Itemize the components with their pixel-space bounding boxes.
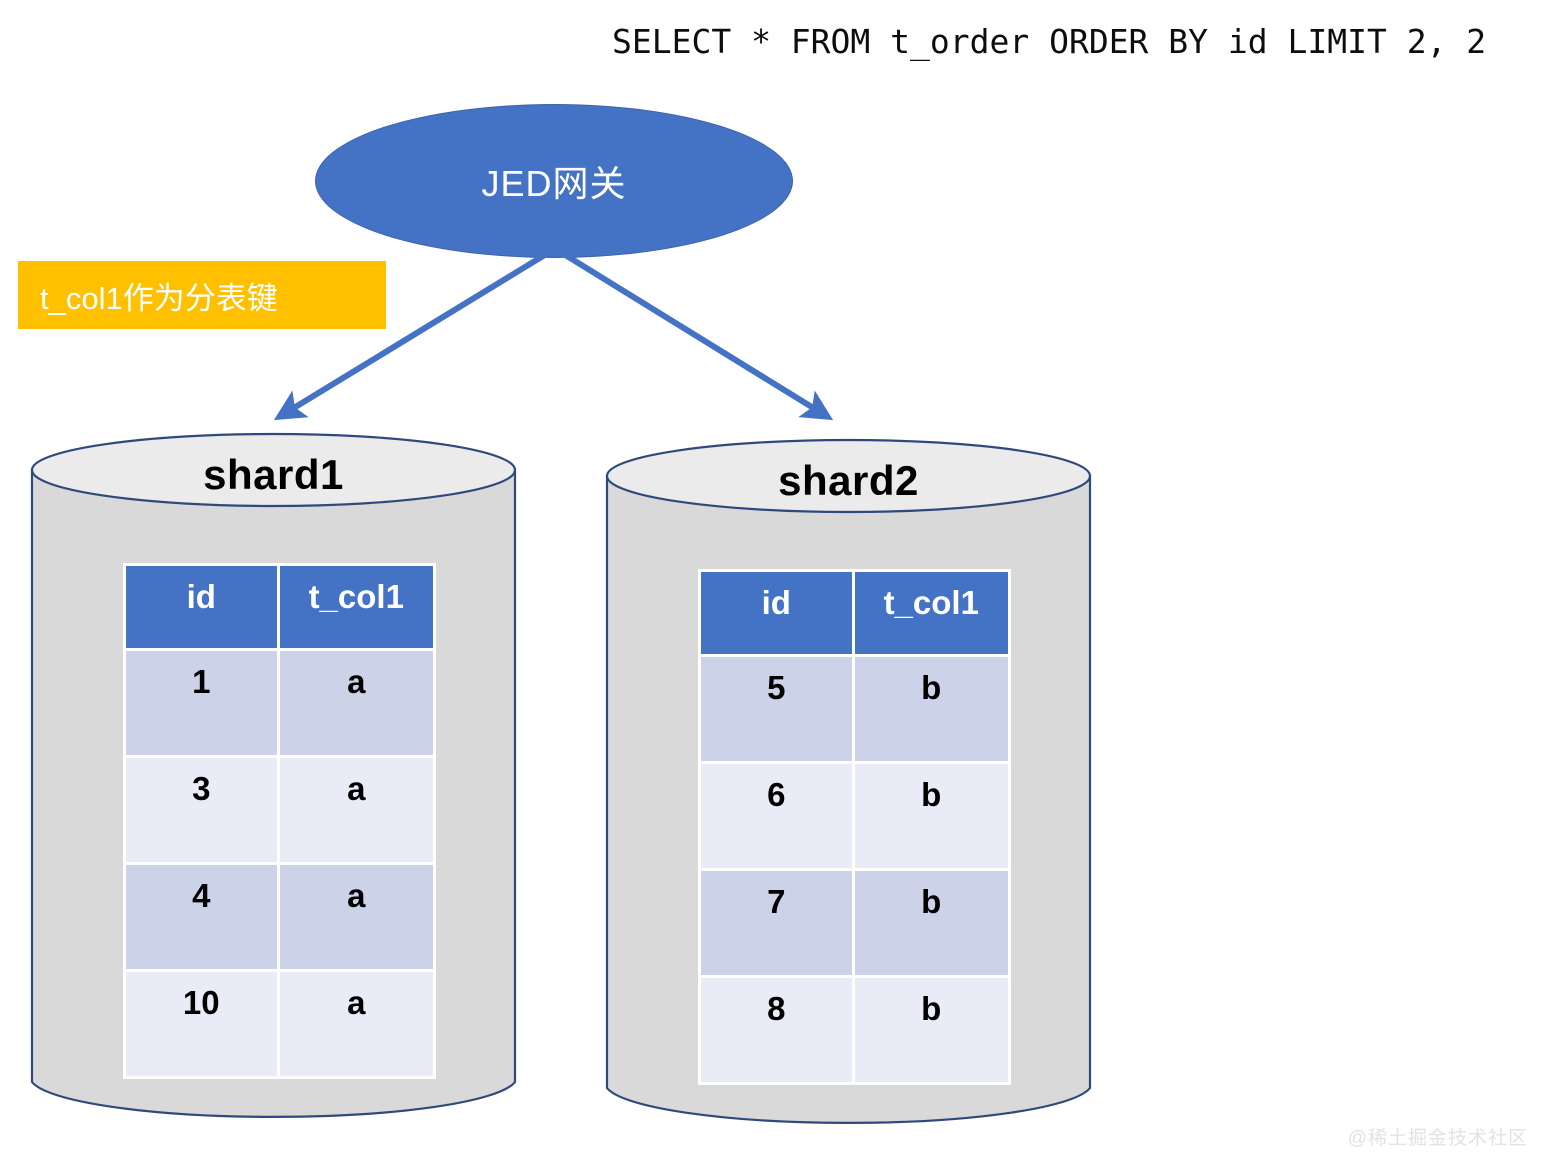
cell-t-col1: a [279,651,436,758]
shard2-table: id t_col1 5 b 6 b 7 b 8 b [698,569,1011,1085]
table-row: 8 b [698,978,1011,1085]
table-header-row: id t_col1 [123,563,436,651]
column-header-t-col1: t_col1 [279,563,436,651]
sharding-key-label: t_col1作为分表键 [40,280,278,316]
cell-id: 8 [698,978,855,1085]
cell-t-col1: b [854,871,1011,978]
column-header-t-col1: t_col1 [854,569,1011,657]
cell-id: 7 [698,871,855,978]
table-row: 1 a [123,651,436,758]
cell-t-col1: a [279,865,436,972]
sql-query-text: SELECT * FROM t_order ORDER BY id LIMIT … [612,22,1487,61]
shard2-cylinder: shard2 id t_col1 5 b 6 b 7 b 8 b [605,438,1092,1128]
table-row: 7 b [698,871,1011,978]
table-header-row: id t_col1 [698,569,1011,657]
cell-t-col1: a [279,972,436,1079]
cell-id: 6 [698,764,855,871]
sharding-key-callout: t_col1作为分表键 [18,261,386,329]
cell-id: 1 [123,651,280,758]
table-row: 5 b [698,657,1011,764]
cell-t-col1: b [854,978,1011,1085]
jed-gateway-node: JED网关 [315,104,793,258]
cell-t-col1: a [279,758,436,865]
cell-t-col1: b [854,764,1011,871]
gateway-label: JED网关 [481,163,627,204]
table-row: 4 a [123,865,436,972]
shard2-title: shard2 [778,457,919,504]
cell-t-col1: b [854,657,1011,764]
shard1-cylinder: shard1 id t_col1 1 a 3 a 4 a 10 a [30,432,517,1122]
cell-id: 5 [698,657,855,764]
column-header-id: id [698,569,855,657]
table-row: 10 a [123,972,436,1079]
shard1-table: id t_col1 1 a 3 a 4 a 10 a [123,563,436,1079]
table-row: 6 b [698,764,1011,871]
column-header-id: id [123,563,280,651]
shard1-title: shard1 [203,451,344,498]
cell-id: 3 [123,758,280,865]
table-row: 3 a [123,758,436,865]
arrow-gateway-to-shard2 [560,250,834,421]
cell-id: 10 [123,972,280,1079]
watermark-text: @稀土掘金技术社区 [1347,1128,1528,1149]
cell-id: 4 [123,865,280,972]
